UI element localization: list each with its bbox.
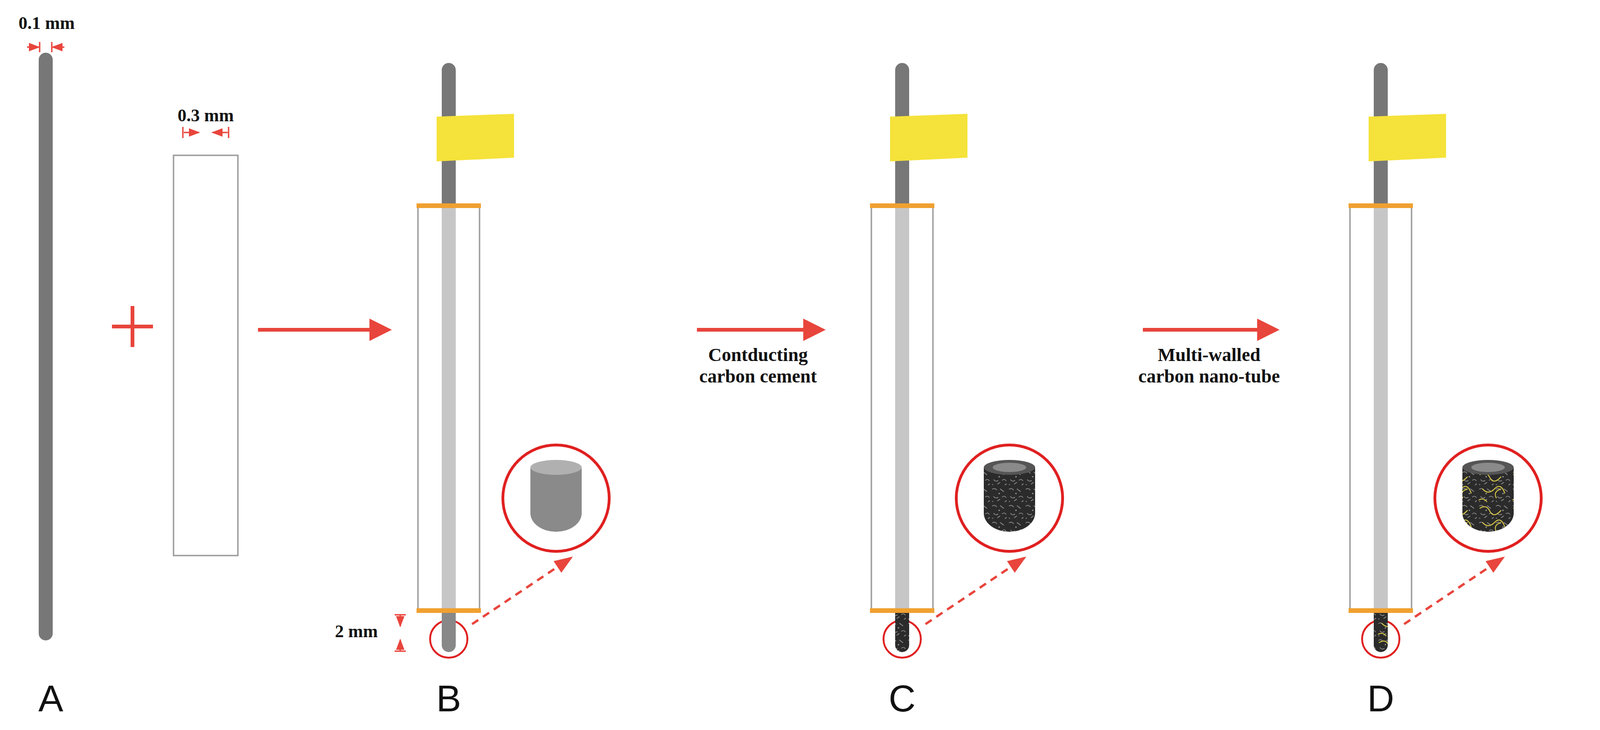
glass-capillary [173, 155, 238, 556]
dimension-arrows [182, 126, 229, 139]
cnt-coated-tip [1373, 612, 1388, 653]
process-arrow [257, 327, 387, 332]
panel-letter: A [38, 677, 63, 721]
tip-zoom [530, 459, 582, 532]
tip-zoom [1462, 459, 1514, 532]
dimension-arrows [27, 41, 65, 53]
panel-letter: C [888, 677, 916, 721]
plus-sign [111, 306, 154, 348]
step-label: Multi-walled carbon nano-tube [1128, 344, 1290, 388]
dimension-label: 0.1 mm [18, 13, 75, 34]
process-arrow [696, 327, 821, 332]
carbon-coated-tip [895, 612, 910, 653]
panel-letter: D [1367, 677, 1395, 721]
process-arrow [1142, 327, 1274, 332]
dimension-arrows [394, 614, 406, 652]
panel-letter: B [436, 677, 461, 721]
tungsten-wire [38, 59, 53, 634]
wire-tip [441, 612, 456, 653]
electrode-assembly [1348, 69, 1542, 658]
electrode-assembly [416, 69, 610, 658]
electrode-assembly [869, 69, 1063, 658]
dimension-label: 2 mm [334, 621, 378, 642]
step-label: Contducting carbon cement [688, 344, 828, 388]
dimension-label: 0.3 mm [177, 105, 234, 126]
tip-zoom [983, 459, 1036, 532]
